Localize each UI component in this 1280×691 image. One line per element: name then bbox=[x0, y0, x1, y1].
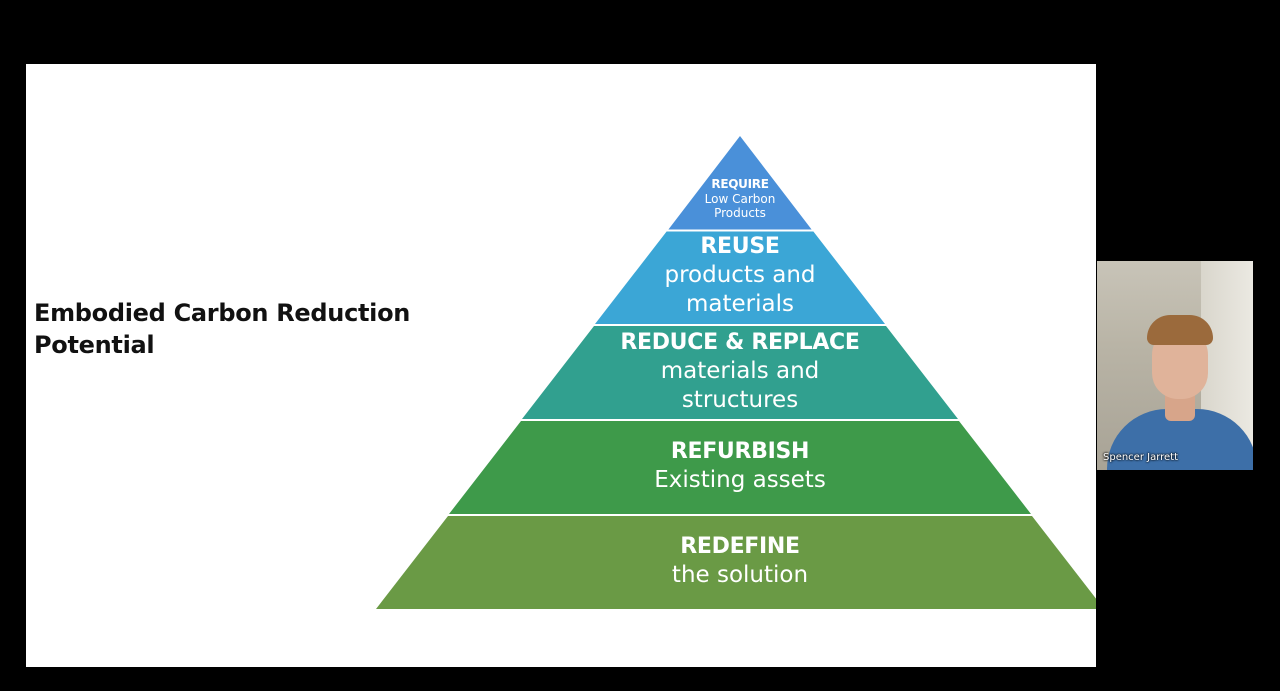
tier-subtext: Low Carbon bbox=[704, 192, 776, 206]
pyramid-tier-reuse bbox=[595, 231, 885, 324]
tier-heading: REUSE bbox=[700, 234, 780, 259]
slide-title: Embodied Carbon Reduction Potential bbox=[34, 297, 454, 361]
slide-title-line1: Embodied Carbon Reduction bbox=[34, 299, 411, 327]
tier-heading: REQUIRE bbox=[711, 177, 769, 191]
tier-heading: REDEFINE bbox=[680, 534, 800, 559]
pyramid-tier-refurbish bbox=[449, 421, 1031, 514]
tier-heading: REDUCE & REPLACE bbox=[620, 330, 860, 355]
tier-subtext: structures bbox=[681, 387, 799, 413]
tier-subtext: materials and bbox=[660, 358, 820, 384]
participant-hair bbox=[1147, 315, 1213, 345]
tier-subtext: materials bbox=[686, 291, 794, 317]
pyramid-tier-require bbox=[668, 136, 812, 230]
tier-label-require: REQUIRE Low Carbon Products bbox=[690, 177, 790, 220]
tier-label-reuse: REUSE products and materials bbox=[620, 232, 860, 319]
reduction-pyramid bbox=[376, 136, 1096, 609]
slide-title-line2: Potential bbox=[34, 331, 155, 359]
tier-heading: REFURBISH bbox=[670, 439, 810, 464]
tier-label-reduce-replace: REDUCE & REPLACE materials and structure… bbox=[570, 328, 910, 415]
tier-subtext: Products bbox=[714, 206, 766, 220]
pyramid-tier-redefine bbox=[376, 516, 1096, 609]
tier-label-redefine: REDEFINE the solution bbox=[600, 532, 880, 590]
tier-subtext: products and bbox=[664, 262, 816, 288]
tier-label-refurbish: REFURBISH Existing assets bbox=[600, 437, 880, 495]
tier-subtext: the solution bbox=[671, 562, 809, 588]
participant-name-label: Spencer Jarrett bbox=[1103, 452, 1179, 463]
shared-slide: Embodied Carbon Reduction Potential REQU… bbox=[26, 64, 1096, 667]
tier-subtext: Existing assets bbox=[654, 467, 826, 493]
participant-video-tile[interactable]: Spencer Jarrett bbox=[1097, 261, 1253, 470]
pyramid-tier-reduce-replace bbox=[522, 326, 958, 419]
